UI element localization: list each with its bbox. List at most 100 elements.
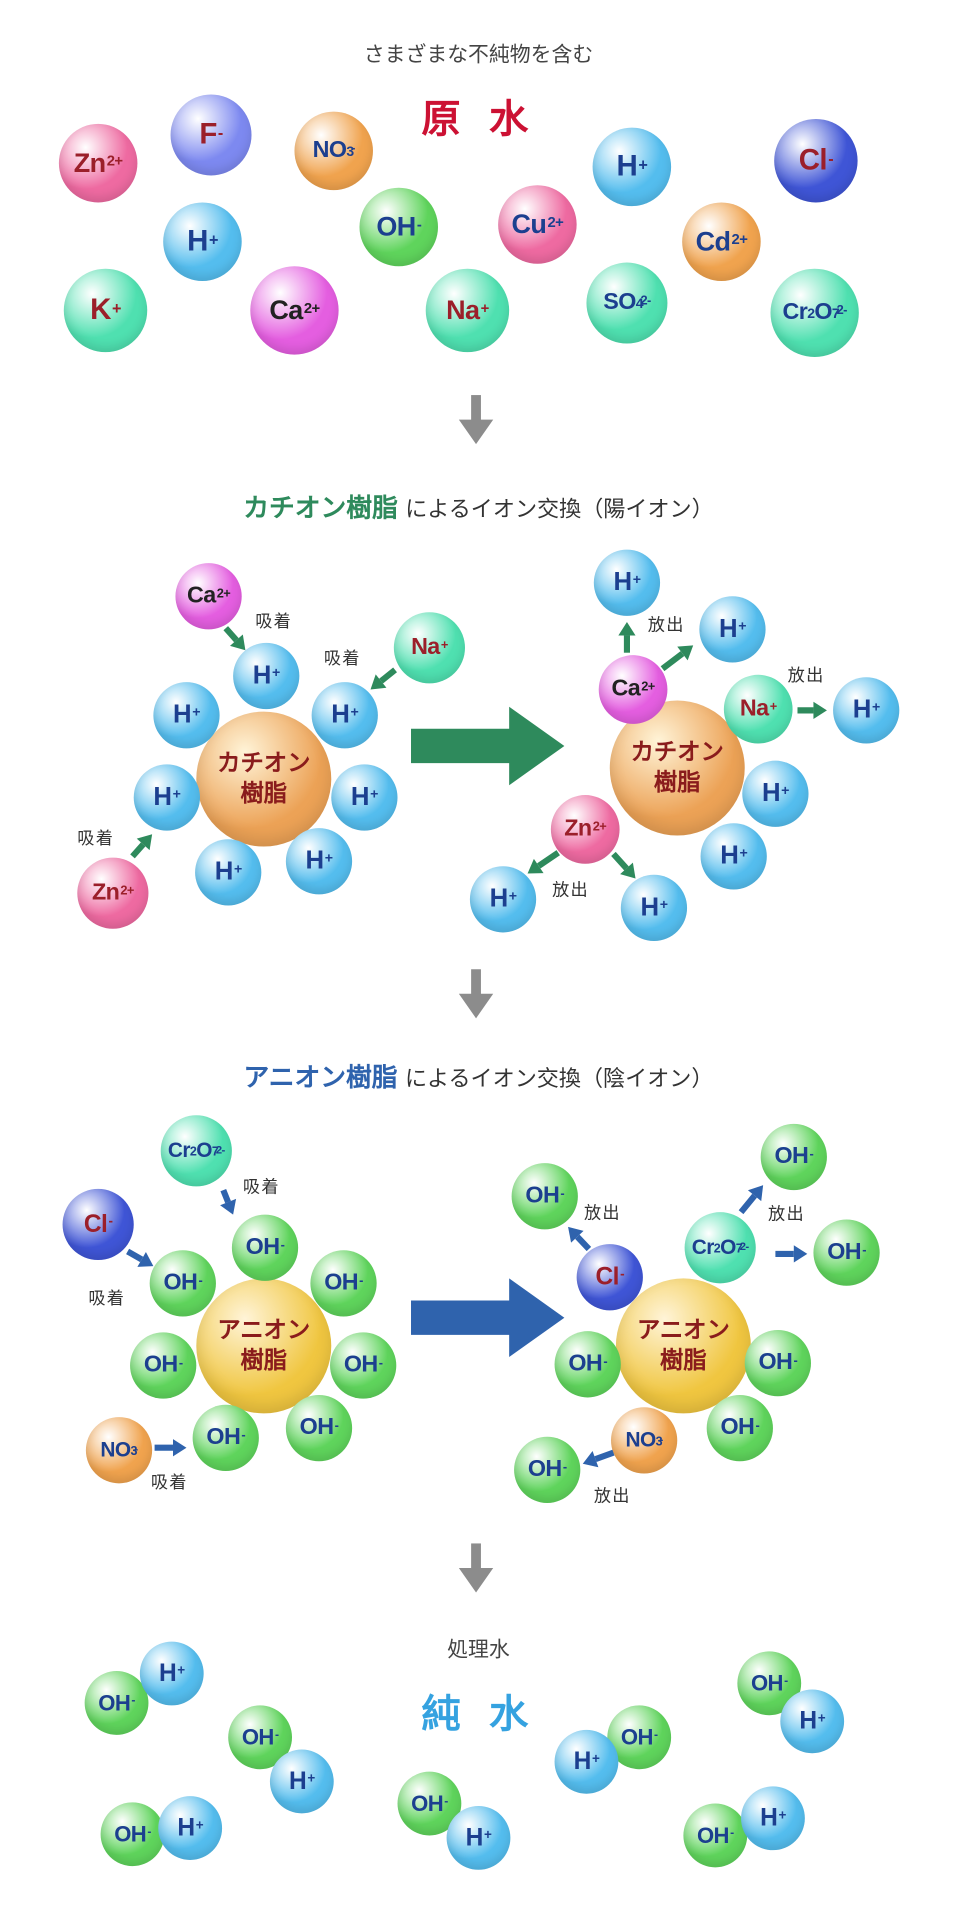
- anion-right-oh-ion: OH-: [554, 1331, 621, 1398]
- anion-left-oh-ion: OH-: [149, 1250, 216, 1317]
- anion-resin-left: アニオン樹脂: [196, 1278, 332, 1414]
- pure-oh-ion: OH-: [397, 1771, 462, 1836]
- exchange-arrow-icon: [411, 706, 565, 786]
- anion-left-oh-ion: OH-: [231, 1214, 299, 1281]
- cation-release-label: 放出: [552, 880, 589, 901]
- raw-water-title: 原 水: [421, 95, 536, 143]
- anion-left-oh-ion: OH-: [192, 1404, 259, 1472]
- cation-right-h-ion: H+: [469, 866, 537, 933]
- small-arrow-icon: [660, 645, 694, 672]
- small-arrow-icon: [220, 1188, 237, 1215]
- anion-adsorb-label: 吸着: [88, 1289, 126, 1310]
- down-arrow-icon: [458, 395, 494, 445]
- anion-right-cl-ion: Cl-: [576, 1244, 643, 1311]
- cation-right-na-ion: Na+: [723, 674, 793, 744]
- pure-water-caption: 処理水: [447, 1637, 510, 1663]
- small-arrow-icon: [130, 834, 153, 859]
- small-arrow-icon: [738, 1185, 764, 1215]
- cation-left-na-ion: Na+: [393, 612, 465, 684]
- pure-h-ion: H+: [780, 1689, 845, 1754]
- pure-h-ion: H+: [269, 1749, 334, 1814]
- anion-right-oh-ion: OH-: [813, 1219, 880, 1286]
- cation-release-label: 放出: [647, 615, 685, 636]
- small-arrow-icon: [370, 667, 397, 690]
- small-arrow-icon: [154, 1439, 187, 1457]
- small-arrow-icon: [582, 1449, 615, 1468]
- anion-heading: アニオン樹脂によるイオン交換（陰イオン）: [243, 1062, 714, 1092]
- down-arrow-icon: [458, 1543, 494, 1593]
- cation-right-h-ion: H+: [700, 823, 767, 890]
- small-arrow-icon: [618, 622, 636, 653]
- cation-adsorb-label: 吸着: [77, 829, 115, 850]
- cation-resin-left: カチオン樹脂: [196, 711, 332, 847]
- cation-right-h-ion: H+: [593, 549, 661, 616]
- cation-release-label: 放出: [787, 666, 825, 686]
- small-arrow-icon: [775, 1245, 808, 1263]
- anion-left-cl-ion: Cl-: [62, 1188, 134, 1261]
- down-arrow-icon: [458, 969, 494, 1019]
- raw-ion-oh: OH-: [359, 187, 439, 267]
- raw-ion-cl: Cl-: [774, 119, 858, 203]
- cation-left-h-ion: H+: [285, 828, 353, 895]
- cation-right-h-ion: H+: [699, 596, 766, 663]
- anion-left-oh-ion: OH-: [285, 1394, 353, 1462]
- pure-h-ion: H+: [158, 1796, 223, 1860]
- cation-heading: カチオン樹脂によるイオン交換（陽イオン）: [243, 493, 714, 523]
- anion-adsorb-label: 吸着: [150, 1473, 188, 1494]
- small-arrow-icon: [797, 701, 827, 719]
- anion-right-oh-ion: OH-: [744, 1329, 811, 1397]
- anion-left-oh-ion: OH-: [130, 1332, 197, 1399]
- cation-left-h-ion: H+: [153, 682, 220, 749]
- cation-left-h-ion: H+: [331, 764, 398, 831]
- small-arrow-icon: [126, 1248, 154, 1267]
- raw-ion-h2: H+: [163, 202, 242, 281]
- pure-water-title: 純 水: [421, 1690, 536, 1738]
- pure-oh-ion: OH-: [100, 1802, 165, 1867]
- pure-h-ion: H+: [139, 1641, 204, 1706]
- cation-adsorb-label: 吸着: [255, 612, 293, 632]
- pure-h-ion: H+: [446, 1805, 511, 1870]
- cation-left-h-ion: H+: [311, 682, 378, 749]
- anion-resin-right: アニオン樹脂: [615, 1278, 751, 1414]
- anion-right-oh-ion: OH-: [760, 1123, 827, 1191]
- cation-right-h-ion: H+: [833, 677, 900, 744]
- pure-h-ion: H+: [741, 1786, 805, 1851]
- anion-release-label: 放出: [593, 1487, 631, 1507]
- cation-right-h-ion: H+: [742, 760, 809, 827]
- raw-water-caption: さまざまな不純物を含む: [363, 42, 594, 68]
- raw-ion-k: K+: [63, 268, 148, 353]
- pure-h-ion: H+: [554, 1729, 619, 1794]
- anion-adsorb-label: 吸着: [242, 1177, 280, 1198]
- cation-left-h-ion: H+: [195, 839, 262, 906]
- cation-left-h-ion: H+: [133, 764, 200, 831]
- raw-ion-f: F-: [170, 94, 252, 176]
- pure-oh-ion: OH-: [84, 1671, 149, 1735]
- exchange-arrow-icon: [411, 1278, 565, 1357]
- cation-left-h-ion: H+: [233, 642, 300, 710]
- raw-ion-na: Na+: [425, 268, 510, 353]
- anion-right-oh-ion: OH-: [514, 1436, 581, 1503]
- small-arrow-icon: [568, 1226, 592, 1252]
- anion-right-oh-ion: OH-: [511, 1163, 578, 1230]
- cation-right-h-ion: H+: [620, 874, 688, 942]
- anion-release-label: 放出: [768, 1204, 805, 1225]
- anion-right-oh-ion: OH-: [706, 1394, 773, 1462]
- anion-left-oh-ion: OH-: [330, 1332, 397, 1399]
- anion-left-oh-ion: OH-: [310, 1250, 377, 1317]
- raw-ion-h1: H+: [592, 127, 672, 207]
